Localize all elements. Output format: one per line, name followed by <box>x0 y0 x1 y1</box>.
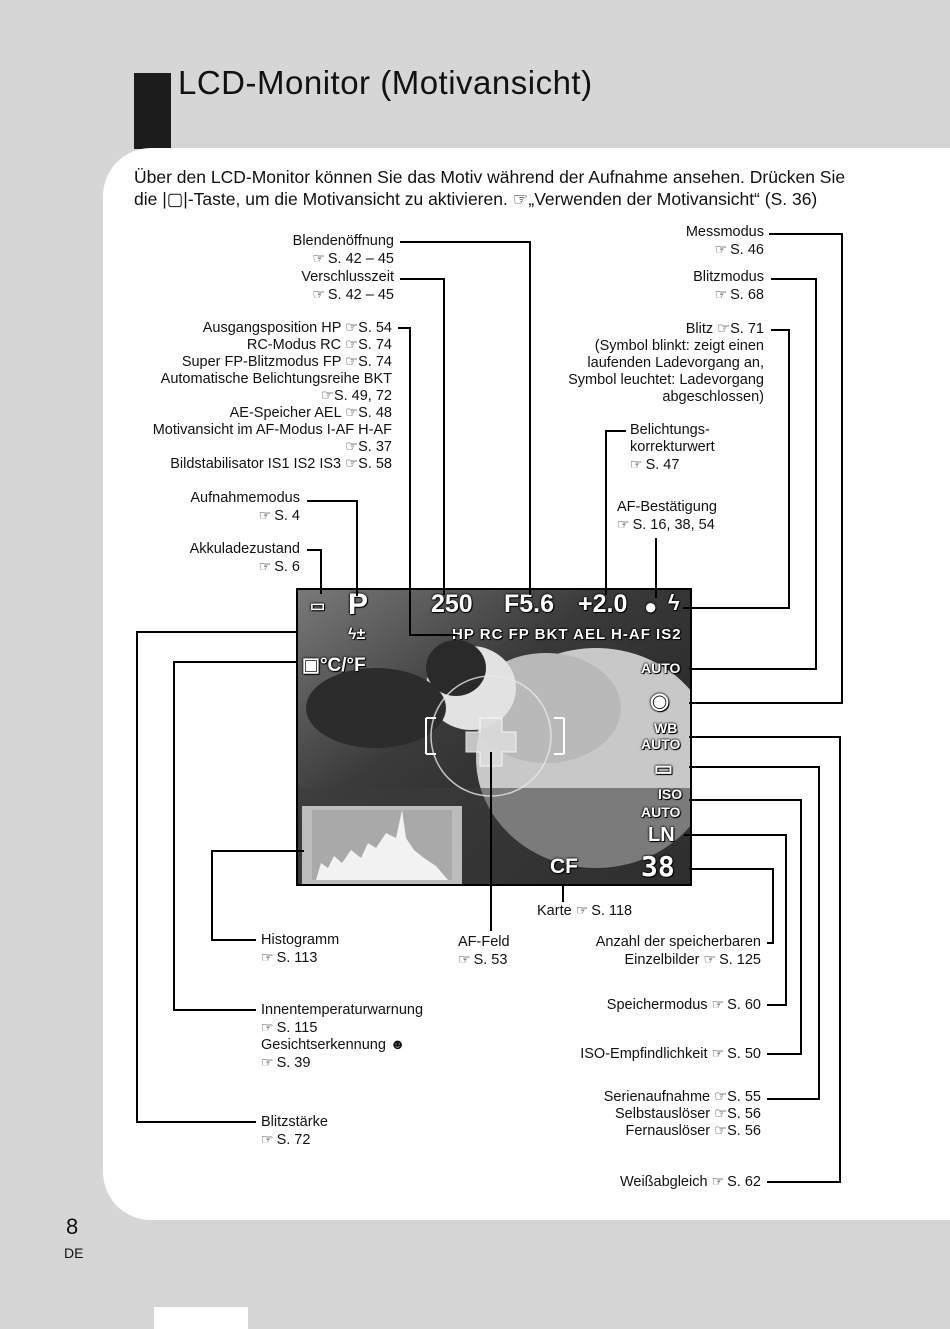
flash-icon: ϟ <box>668 590 680 615</box>
lcd-count: 38 <box>641 850 675 883</box>
label-blitzmodus: Blitzmodus S. 68 <box>693 269 764 304</box>
label-group-modes: Ausgangsposition HP ☞S. 54 RC-Modus RC ☞… <box>152 320 392 472</box>
histogram-curve <box>316 810 448 880</box>
chapter-tab <box>154 1307 248 1329</box>
label-af-bestaetigung: AF-Bestätigung S. 16, 38, 54 <box>617 499 717 534</box>
lcd-card: CF <box>550 855 578 878</box>
title-bar <box>134 73 171 149</box>
label-speicher: Speichermodus S. 60 <box>607 996 761 1014</box>
flash-intensity-icon: ϟ± <box>348 626 366 643</box>
page-title: LCD-Monitor (Motivansicht) <box>178 64 593 101</box>
lcd-wb1: WB <box>654 720 678 736</box>
label-akku: Akkuladezustand S. 6 <box>190 541 300 576</box>
label-anzahl: Anzahl der speicherbaren Einzelbilder S.… <box>596 934 761 969</box>
temp-warning-icon: ▣°C/°F <box>302 655 366 676</box>
label-korrektur: Belichtungs- korrekturwert S. 47 <box>630 422 715 474</box>
label-verschluss: Verschlusszeit S. 42 – 45 <box>301 269 394 304</box>
label-histogramm: Histogramm S. 113 <box>261 932 339 967</box>
battery-icon: ▭ <box>310 598 326 615</box>
label-blitzstaerke: Blitzstärke S. 72 <box>261 1114 328 1149</box>
lcd-mode: P <box>348 588 369 621</box>
label-aufnahme: Aufnahmemodus S. 4 <box>190 490 300 525</box>
lcd-flash-auto: AUTO <box>641 660 681 676</box>
lcd-shutter: 250 <box>431 590 473 618</box>
lcd-wb2: AUTO <box>641 736 681 752</box>
lcd-monitor: ▭ P 250 F5.6 +2.0 ● ϟ ϟ± HP RC FP BKT AE… <box>294 586 716 888</box>
af-confirm-icon: ● <box>644 594 658 619</box>
label-karte: Karte S. 118 <box>537 902 632 920</box>
label-mess: Messmodus S. 46 <box>686 224 764 259</box>
intro-text: Über den LCD-Monitor können Sie das Moti… <box>134 166 874 210</box>
label-innentemp: Innentemperaturwarnung S. 115 Gesichtser… <box>261 1002 423 1072</box>
lcd-exposure: +2.0 <box>578 590 628 618</box>
language-code: DE <box>64 1245 84 1261</box>
lcd-iso2: AUTO <box>641 804 681 820</box>
drive-mode-icon: ▭ <box>654 758 673 780</box>
lcd-badges: HP RC FP BKT AEL H-AF IS2 <box>452 626 682 643</box>
label-af-feld: AF-Feld S. 53 <box>458 934 510 969</box>
intro-line-1: Über den LCD-Monitor können Sie das Moti… <box>134 167 846 187</box>
label-blende: Blendenöffnung S. 42 – 45 <box>293 233 394 268</box>
label-blitz: Blitz ☞S. 71 (Symbol blinkt: zeigt einen… <box>568 321 764 405</box>
label-serien: Serienaufnahme ☞S. 55 Selbstauslöser ☞S.… <box>603 1089 761 1139</box>
lcd-iso1: ISO <box>658 786 683 802</box>
lcd-quality: LN <box>648 824 675 846</box>
lcd-photo <box>294 586 716 888</box>
label-weiss: Weißabgleich S. 62 <box>620 1173 761 1191</box>
metering-icon: ◉ <box>650 688 670 713</box>
intro-line-2: die |▢|-Taste, um die Motivansicht zu ak… <box>134 189 818 209</box>
page-number: 8 <box>66 1214 79 1239</box>
label-iso: ISO-Empfindlichkeit S. 50 <box>580 1045 761 1063</box>
af-target-icon <box>465 717 517 767</box>
